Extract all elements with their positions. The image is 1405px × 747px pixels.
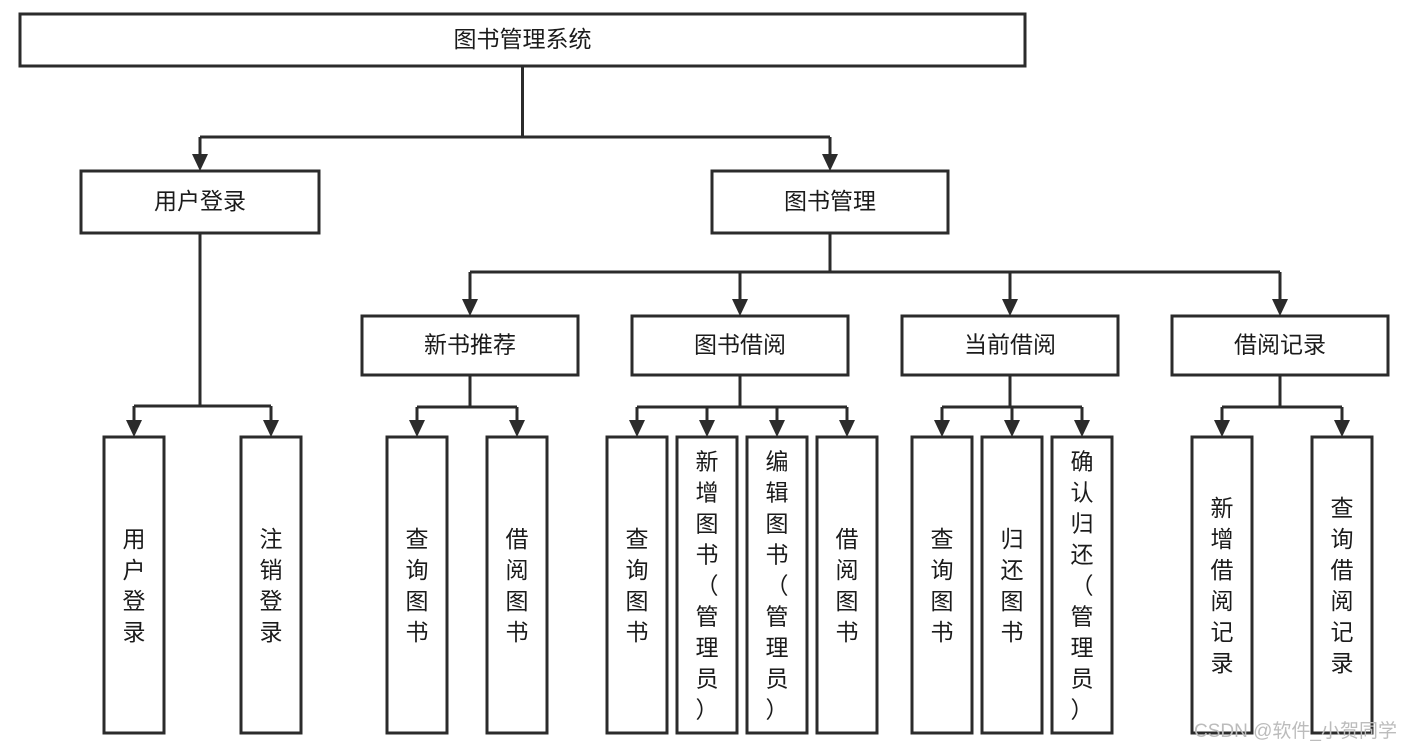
node-label-book-management: 图书管理 [784, 188, 876, 214]
node-box-current-borrow[interactable] [900, 314, 1120, 377]
node-recommend-query-book[interactable]: 查询图书 [385, 435, 449, 735]
node-box-root[interactable] [18, 12, 1027, 68]
node-recommend-borrow-book[interactable]: 借阅图书 [485, 435, 549, 735]
arrow-head-icon [1074, 420, 1090, 437]
node-label-records-query-record: 查询借阅记录 [1331, 495, 1354, 676]
node-new-book-recommend[interactable]: 新书推荐 [360, 314, 580, 377]
arrow-head-icon [263, 420, 279, 437]
node-label-borrow-borrow-book: 借阅图书 [836, 526, 859, 645]
arrow-head-icon [462, 299, 478, 316]
node-borrow-add-book-admin[interactable]: 新增图书（管理员） [675, 435, 739, 735]
arrow-head-icon [822, 154, 838, 171]
node-label-current-query-book: 查询图书 [931, 526, 954, 645]
node-borrow-records[interactable]: 借阅记录 [1170, 314, 1390, 377]
node-label-current-confirm-return-admin: 确认归还（管理员） [1071, 449, 1094, 723]
node-label-borrow-records: 借阅记录 [1234, 332, 1326, 358]
node-borrow-edit-book-admin[interactable]: 编辑图书（管理员） [745, 435, 809, 735]
node-label-recommend-query-book: 查询图书 [406, 526, 429, 645]
node-user-login[interactable]: 用户登录 [79, 169, 321, 235]
arrow-head-icon [1334, 420, 1350, 437]
node-label-root: 图书管理系统 [454, 26, 592, 52]
arrow-head-icon [629, 420, 645, 437]
node-borrow-query-book[interactable]: 查询图书 [605, 435, 669, 735]
node-box-user-login-leaf[interactable] [102, 435, 166, 735]
arrow-head-icon [732, 299, 748, 316]
node-user-login-leaf[interactable]: 用户登录 [102, 435, 166, 735]
node-box-records-add-record[interactable] [1190, 435, 1254, 735]
node-box-borrow-borrow-book[interactable] [815, 435, 879, 735]
node-box-user-logout-leaf[interactable] [239, 435, 303, 735]
node-book-borrow[interactable]: 图书借阅 [630, 314, 850, 377]
arrow-head-icon [839, 420, 855, 437]
arrow-head-icon [1214, 420, 1230, 437]
arrow-head-icon [934, 420, 950, 437]
node-box-borrow-records[interactable] [1170, 314, 1390, 377]
node-book-management[interactable]: 图书管理 [710, 169, 950, 235]
node-user-logout-leaf[interactable]: 注销登录 [239, 435, 303, 735]
node-label-records-add-record: 新增借阅记录 [1211, 495, 1234, 676]
connector-layer [126, 66, 1350, 437]
node-label-borrow-edit-book-admin: 编辑图书（管理员） [766, 449, 789, 723]
node-box-borrow-query-book[interactable] [605, 435, 669, 735]
arrow-head-icon [192, 154, 208, 171]
arrow-head-icon [1002, 299, 1018, 316]
node-box-book-borrow[interactable] [630, 314, 850, 377]
node-label-book-borrow: 图书借阅 [694, 332, 786, 358]
node-root[interactable]: 图书管理系统 [18, 12, 1027, 68]
arrow-head-icon [1272, 299, 1288, 316]
node-box-borrow-edit-book-admin[interactable] [745, 435, 809, 735]
node-box-borrow-add-book-admin[interactable] [675, 435, 739, 735]
arrow-head-icon [699, 420, 715, 437]
node-current-return-book[interactable]: 归还图书 [980, 435, 1044, 735]
node-box-current-return-book[interactable] [980, 435, 1044, 735]
node-label-current-borrow: 当前借阅 [964, 332, 1056, 358]
node-box-current-query-book[interactable] [910, 435, 974, 735]
node-label-new-book-recommend: 新书推荐 [424, 332, 516, 358]
node-box-recommend-borrow-book[interactable] [485, 435, 549, 735]
node-label-borrow-query-book: 查询图书 [626, 526, 649, 645]
arrow-head-icon [509, 420, 525, 437]
node-records-query-record[interactable]: 查询借阅记录 [1310, 435, 1374, 735]
arrow-head-icon [126, 420, 142, 437]
node-box-book-management[interactable] [710, 169, 950, 235]
node-box-records-query-record[interactable] [1310, 435, 1374, 735]
node-label-user-login-leaf: 用户登录 [123, 526, 146, 645]
node-box-recommend-query-book[interactable] [385, 435, 449, 735]
node-label-recommend-borrow-book: 借阅图书 [506, 526, 529, 645]
node-current-borrow[interactable]: 当前借阅 [900, 314, 1120, 377]
node-box-new-book-recommend[interactable] [360, 314, 580, 377]
arrow-head-icon [769, 420, 785, 437]
node-label-user-logout-leaf: 注销登录 [260, 526, 283, 645]
node-label-borrow-add-book-admin: 新增图书（管理员） [696, 449, 719, 723]
node-records-add-record[interactable]: 新增借阅记录 [1190, 435, 1254, 735]
node-borrow-borrow-book[interactable]: 借阅图书 [815, 435, 879, 735]
node-box-current-confirm-return-admin[interactable] [1050, 435, 1114, 735]
node-box-user-login[interactable] [79, 169, 321, 235]
arrow-head-icon [409, 420, 425, 437]
node-label-user-login: 用户登录 [154, 188, 246, 214]
node-current-query-book[interactable]: 查询图书 [910, 435, 974, 735]
csdn-watermark: CSDN @软件_小贺同学 [1194, 721, 1397, 742]
node-current-confirm-return-admin[interactable]: 确认归还（管理员） [1050, 435, 1114, 735]
node-layer: 图书管理系统用户登录图书管理用户登录注销登录新书推荐查询图书借阅图书图书借阅查询… [18, 12, 1390, 735]
arrow-head-icon [1004, 420, 1020, 437]
node-label-current-return-book: 归还图书 [1001, 526, 1024, 645]
